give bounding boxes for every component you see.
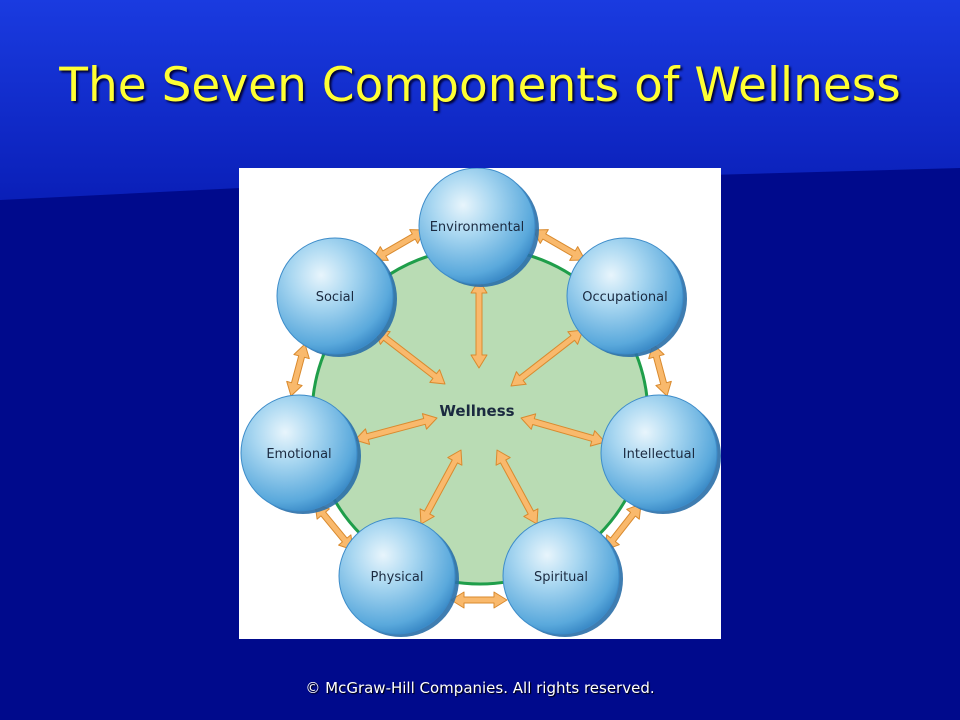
- component-node-environmental: Environmental: [418, 168, 539, 287]
- wellness-center-label: Wellness: [439, 402, 514, 420]
- component-sphere: [338, 517, 456, 635]
- arrow-social-wellness: [374, 329, 446, 385]
- component-node-intellectual: Intellectual: [600, 394, 721, 514]
- component-sphere: [276, 237, 394, 355]
- arrow-social-environmental: [372, 229, 426, 261]
- copyright-footer: © McGraw-Hill Companies. All rights rese…: [305, 679, 655, 697]
- arrow-environmental-occupational: [532, 229, 586, 261]
- component-node-occupational: Occupational: [566, 237, 687, 357]
- arrow-spiritual-wellness: [495, 449, 539, 525]
- component-label-spiritual: Spiritual: [534, 570, 588, 585]
- component-sphere: [566, 237, 684, 355]
- component-label-social: Social: [316, 290, 355, 305]
- component-node-physical: Physical: [338, 517, 459, 637]
- arrow-physical-wellness: [419, 449, 463, 525]
- arrow-intellectual-wellness: [520, 413, 606, 447]
- component-node-emotional: Emotional: [240, 394, 361, 514]
- component-node-spiritual: Spiritual: [502, 517, 623, 637]
- arrow-social-emotional: [286, 343, 310, 397]
- arrow-physical-spiritual: [450, 591, 508, 609]
- component-label-emotional: Emotional: [266, 447, 331, 462]
- component-sphere: [240, 394, 358, 512]
- component-label-occupational: Occupational: [582, 290, 667, 305]
- slide-title: The Seven Components of Wellness: [59, 58, 901, 113]
- wellness-diagram-canvas: Wellness EnvironmentalOccupationalIntell…: [240, 168, 721, 637]
- arrow-occupational-wellness: [510, 329, 584, 387]
- component-label-physical: Physical: [371, 570, 424, 585]
- arrow-environmental-wellness: [470, 279, 488, 369]
- arrow-emotional-wellness: [354, 413, 438, 445]
- component-sphere: [600, 394, 718, 512]
- component-node-social: Social: [276, 237, 397, 357]
- component-label-intellectual: Intellectual: [623, 447, 695, 462]
- component-label-environmental: Environmental: [430, 220, 525, 235]
- component-sphere: [502, 517, 620, 635]
- component-sphere: [418, 168, 536, 285]
